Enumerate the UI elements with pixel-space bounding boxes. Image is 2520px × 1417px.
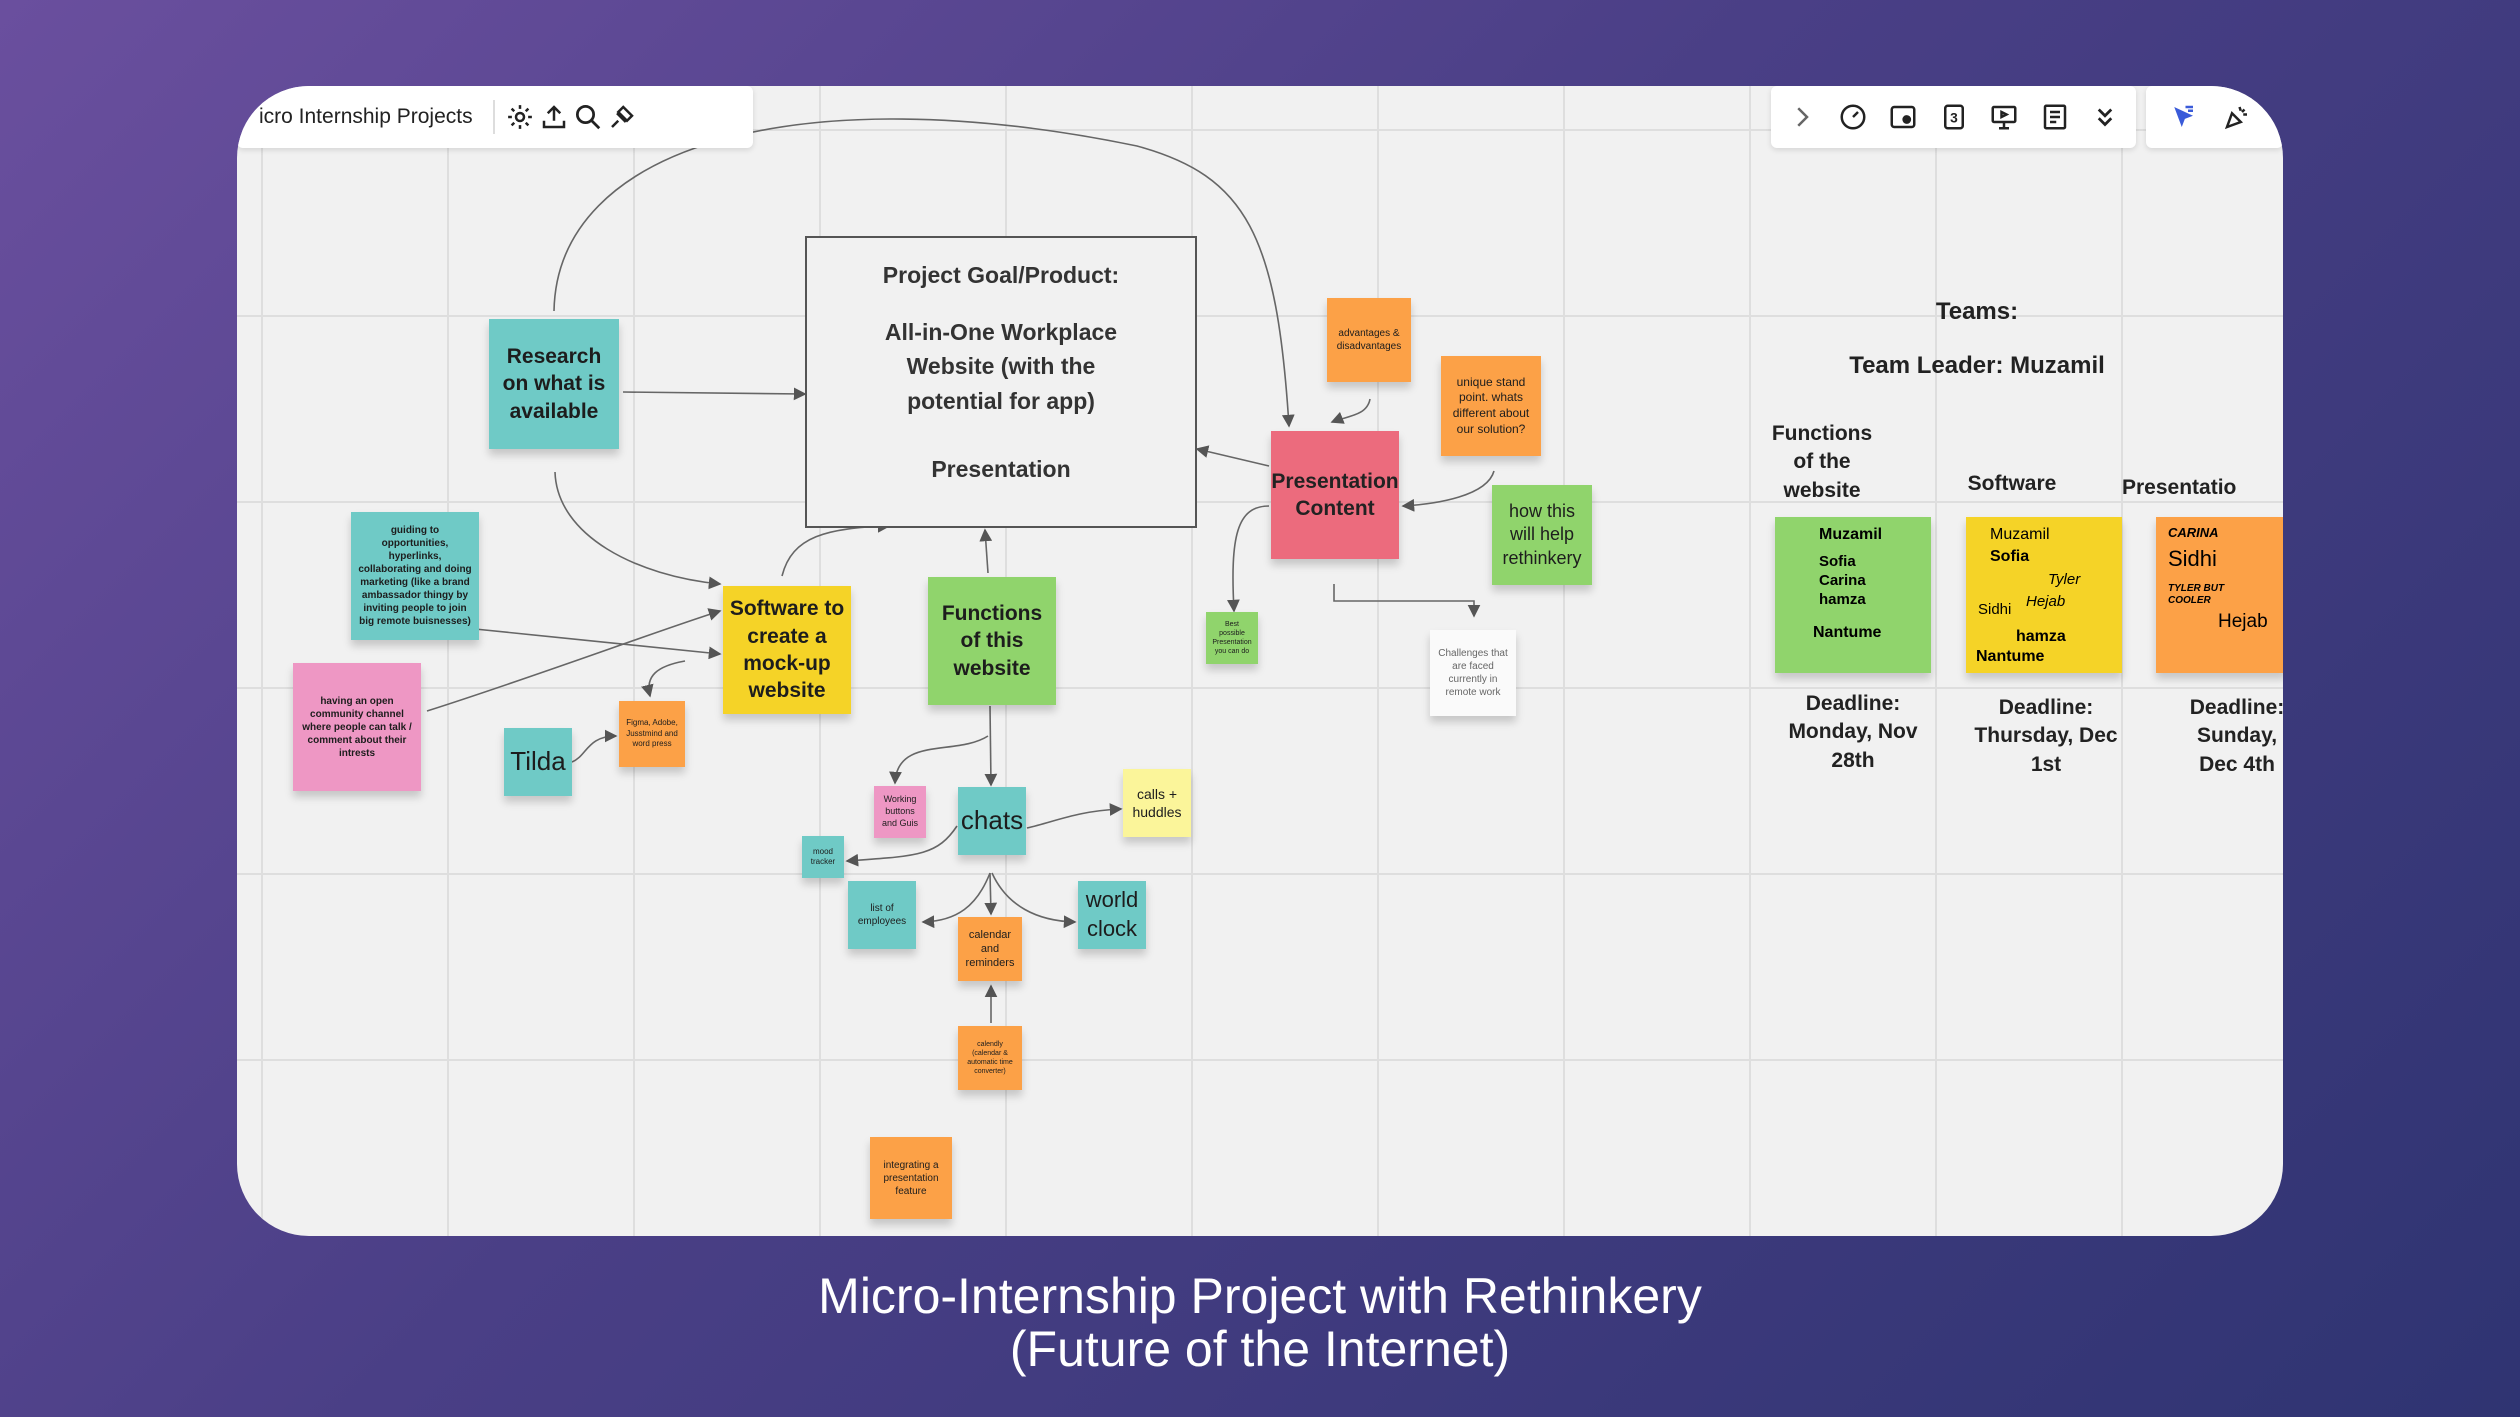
- board-title[interactable]: icro Internship Projects: [259, 105, 473, 128]
- note-presentation-content[interactable]: Presentation Content: [1271, 431, 1399, 559]
- note-working-buttons[interactable]: Working buttons and Guis: [874, 786, 926, 838]
- connector-presentation-best: [1227, 505, 1270, 613]
- connector-chats-calendar: [984, 872, 998, 916]
- plug-icon[interactable]: [605, 100, 639, 134]
- connector-research-goal: [622, 387, 807, 401]
- team-software-deadline: Deadline: Thursday, Dec 1st: [1974, 696, 2118, 776]
- chevron-double-down-icon[interactable]: [2088, 100, 2122, 134]
- select-arrow-icon[interactable]: [2166, 100, 2200, 134]
- caption-line-2: (Future of the Internet): [1009, 1320, 1511, 1377]
- connector-chats-mood: [845, 825, 958, 867]
- goal-footer: Presentation: [931, 456, 1071, 482]
- connector-advantages-presentation: [1330, 398, 1371, 424]
- connector-research-software: [554, 471, 722, 590]
- collaboration-toolbar: 3: [1771, 86, 2136, 148]
- connector-unique-presentation: [1401, 470, 1495, 512]
- connector-software-figma: [641, 660, 686, 698]
- connector-community-software: [426, 608, 722, 712]
- team-software-title: Software: [1967, 472, 2057, 495]
- note-community[interactable]: having an open community channel where p…: [293, 663, 421, 791]
- note-rethinkery[interactable]: how this will help rethinkery: [1492, 485, 1592, 585]
- note-research[interactable]: Research on what is available: [489, 319, 619, 449]
- team-functions-title: Functions of the website: [1771, 422, 1873, 502]
- connector-functions-goal: [979, 528, 993, 574]
- upload-icon[interactable]: [537, 100, 571, 134]
- chevron-right-icon[interactable]: [1785, 100, 1819, 134]
- caption-line-1: Micro-Internship Project with Rethinkery: [818, 1268, 1702, 1324]
- note-guiding[interactable]: guiding to opportunities, hyperlinks, co…: [351, 512, 479, 640]
- note-calls[interactable]: calls + huddles: [1123, 769, 1191, 837]
- board-grid: [237, 86, 2283, 1236]
- toolbar-divider: [492, 100, 495, 134]
- team-leader-label: Team Leader: Muzamil: [1849, 352, 2105, 379]
- note-software-mockup[interactable]: Software to create a mock-up website: [723, 586, 851, 714]
- note-tilda[interactable]: Tilda: [504, 728, 572, 796]
- note-mood[interactable]: mood tracker: [802, 836, 844, 878]
- connector-functions-chats: [984, 705, 998, 787]
- team-functions-note[interactable]: Muzamil Sofia Carina hamza Nantume: [1775, 517, 1931, 673]
- connector-research-top: [553, 118, 1295, 428]
- search-icon[interactable]: [571, 100, 605, 134]
- note-calendly[interactable]: calendly (calendar & automatic time conv…: [958, 1026, 1022, 1090]
- connector-presentation-challenges: [1333, 584, 1481, 618]
- reaction-icon[interactable]: [2220, 100, 2254, 134]
- project-goal-frame[interactable]: Project Goal/Product: All-in-One Workpla…: [805, 236, 1197, 528]
- connector-chats-worldclock: [991, 872, 1077, 929]
- svg-text:3: 3: [1950, 111, 1958, 126]
- connector-guiding-software: [474, 628, 722, 660]
- note-functions[interactable]: Functions of this website: [928, 577, 1056, 705]
- notes-icon[interactable]: [2038, 100, 2072, 134]
- connector-functions-working: [889, 735, 989, 785]
- slide-caption: Micro-Internship Project with Rethinkery…: [0, 1270, 2520, 1375]
- connector-presentation-goal: [1195, 445, 1270, 467]
- counter-icon[interactable]: 3: [1937, 100, 1971, 134]
- connector-lines: [426, 118, 1495, 1023]
- timer-icon[interactable]: [1836, 100, 1870, 134]
- connector-software-goal: [781, 519, 891, 577]
- team-software-note[interactable]: Muzamil Sofia Tyler Sidhi Hejab hamza Na…: [1966, 517, 2122, 673]
- connector-chats-calls: [1026, 803, 1123, 829]
- note-unique[interactable]: unique stand point. whats different abou…: [1441, 356, 1541, 456]
- teams-heading: Teams:: [1935, 298, 2019, 325]
- presentation-icon[interactable]: [1987, 100, 2021, 134]
- team-presentation-title: Presentatio: [2122, 476, 2237, 499]
- connector-tilda-figma: [571, 729, 618, 763]
- note-world-clock[interactable]: world clock: [1078, 881, 1146, 949]
- goal-heading: Project Goal/Product:: [882, 262, 1120, 288]
- team-functions-deadline: Deadline: Monday, Nov 28th: [1788, 692, 1918, 772]
- note-figma[interactable]: Figma, Adobe, Jusstmind and word press: [619, 701, 685, 767]
- note-chats[interactable]: chats: [958, 787, 1026, 855]
- note-best-possible[interactable]: Best possible Presentation you can do: [1206, 612, 1258, 664]
- note-advantages[interactable]: advantages & disadvantages: [1327, 298, 1411, 382]
- note-calendar[interactable]: calendar and reminders: [958, 917, 1022, 981]
- note-integrating[interactable]: integrating a presentation feature: [870, 1137, 952, 1219]
- goal-body: All-in-One Workplace Website (with the p…: [884, 318, 1118, 414]
- card-icon[interactable]: [1886, 100, 1920, 134]
- note-employees[interactable]: list of employees: [848, 881, 916, 949]
- connector-chats-employees: [921, 872, 991, 929]
- board-toolbar: icro Internship Projects: [237, 86, 753, 148]
- note-challenges[interactable]: Challenges that are faced currently in r…: [1430, 630, 1516, 716]
- team-presentation-deadline: Deadline: Sunday, Dec 4th: [2189, 696, 2283, 776]
- team-presentation-note[interactable]: CARINA Sidhi TYLER BUT COOLER Hejab: [2156, 517, 2283, 673]
- gear-icon[interactable]: [503, 100, 537, 134]
- whiteboard-window: icro Internship Projects 3 Project Goal/…: [237, 86, 2283, 1236]
- tools-toolbar: [2146, 86, 2283, 148]
